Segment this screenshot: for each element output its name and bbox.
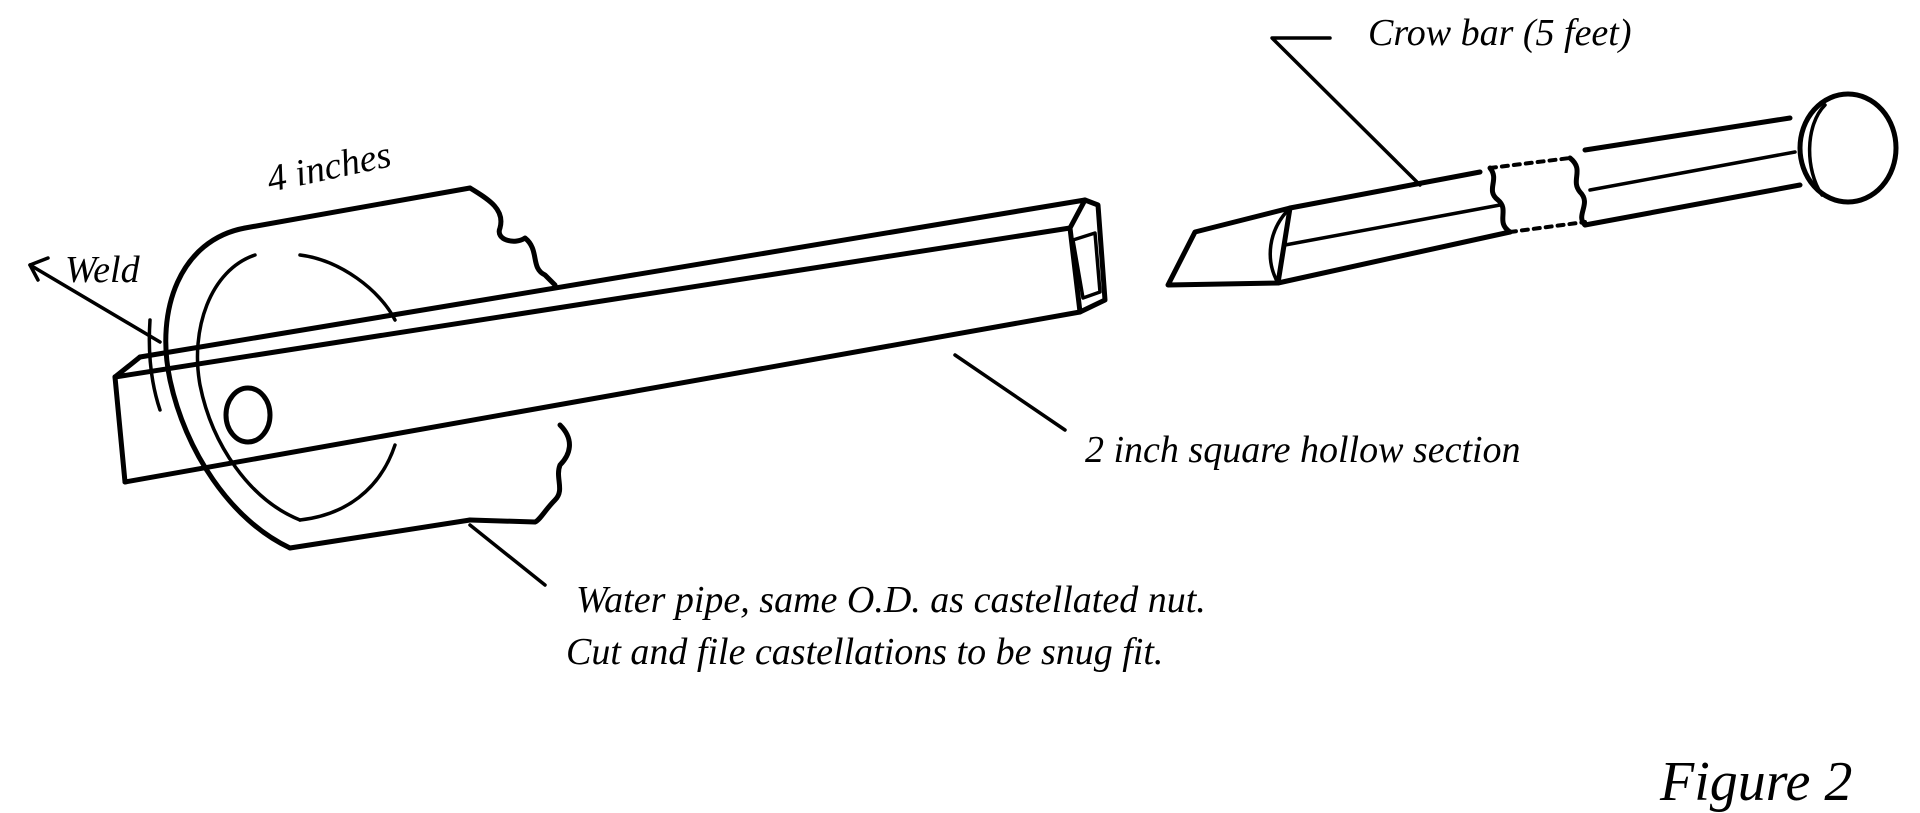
figure-label: Figure 2 [1659,751,1852,813]
pipe-label-line2: Cut and file castellations to be snug fi… [566,631,1163,673]
square-hollow-section-drawing [112,197,1108,485]
weld-label: Weld [65,249,141,291]
pipe-label-line1: Water pipe, same O.D. as castellated nut… [576,579,1206,621]
leader-lines [28,36,1422,587]
length-label: 4 inches [263,134,395,201]
castellated-pipe-drawing [147,185,572,551]
crow-bar-label: Crow bar (5 feet) [1368,12,1632,54]
square-section-label: 2 inch square hollow section [1085,429,1521,471]
crowbar-drawing [1165,91,1899,288]
